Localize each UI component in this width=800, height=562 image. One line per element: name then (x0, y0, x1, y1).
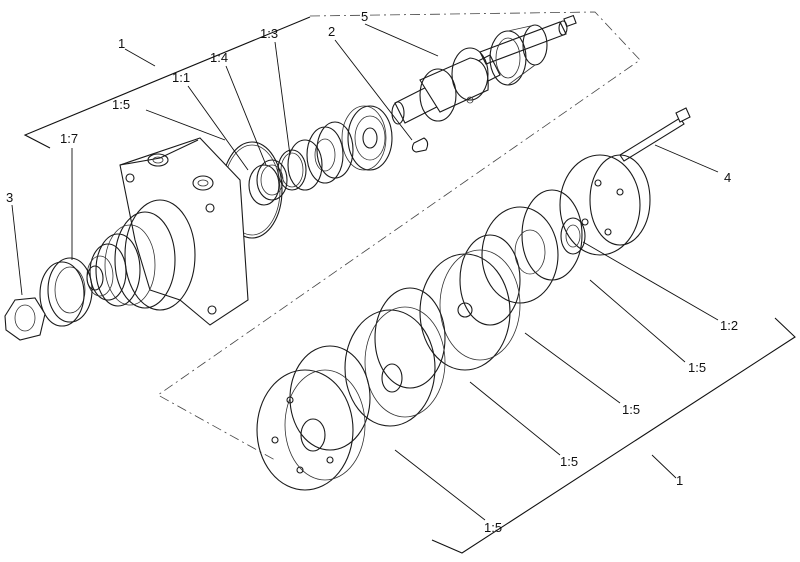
callout-seal-b: 1:1 (172, 70, 190, 85)
splined-hub (86, 243, 127, 301)
hex-nut (4, 297, 46, 341)
manifold-plate (344, 306, 446, 427)
callout-seal-f: 1:2 (720, 318, 738, 333)
callout-bolt: 4 (724, 170, 731, 185)
callout-seal-e: 1:7 (60, 131, 78, 146)
drive-housing (419, 47, 489, 122)
oring-plate-4 (289, 345, 371, 451)
assembly-bracket-bottom (431, 317, 796, 554)
bearing (341, 105, 393, 171)
callout-plate-b: 1:5 (622, 402, 640, 417)
callout-plate-c: 1:5 (560, 454, 578, 469)
end-cover (559, 154, 651, 256)
alignment-boundary (157, 11, 641, 461)
callout-plate-a: 1:5 (688, 360, 706, 375)
callout-top-assembly: 1 (118, 36, 125, 51)
callout-nut: 3 (6, 190, 13, 205)
leader-5 (364, 23, 439, 57)
callout-seal-c: 1:4 (210, 50, 228, 65)
tie-bolt (619, 107, 691, 162)
leader-1-5-top (145, 109, 226, 141)
leader-1-5-a (589, 279, 686, 363)
leader-3 (11, 204, 23, 296)
leader-1-4 (225, 65, 267, 166)
callout-housing: 5 (361, 9, 368, 24)
motor-housing (95, 137, 249, 326)
callout-key: 2 (328, 24, 335, 39)
splined-gear (489, 24, 548, 86)
assembly-bracket-top (23, 16, 311, 149)
seal-ring-1-2 (560, 217, 586, 255)
leader-4 (654, 144, 719, 173)
oring-plate-3 (374, 287, 446, 389)
leader-1-5-d (394, 449, 486, 521)
callout-bottom-assembly: 1 (676, 473, 683, 488)
oring-ring-1-3 (277, 149, 307, 191)
wear-plate (256, 369, 366, 491)
oring-plate-2 (459, 234, 521, 326)
callout-oring-a: 1:5 (112, 97, 130, 112)
oring-plate-1 (521, 189, 583, 281)
leader-1-3 (274, 41, 291, 156)
callout-plate-d: 1:5 (484, 520, 502, 535)
key (411, 137, 429, 153)
leader-top-assembly (124, 48, 156, 67)
leader-1-5-c (469, 381, 561, 456)
commutator-plate (419, 249, 521, 371)
leader-1-2 (582, 241, 719, 321)
thrust-washer-stack (287, 121, 354, 191)
leader-2 (334, 39, 413, 141)
leader-bottom-assembly (651, 454, 677, 479)
leader-1-1 (187, 85, 249, 171)
shaft-seal-1-7 (39, 257, 93, 327)
callout-ring-d: 1:3 (260, 26, 278, 41)
spring-seal-1-4 (248, 159, 288, 206)
leader-1-5-b (524, 332, 621, 404)
